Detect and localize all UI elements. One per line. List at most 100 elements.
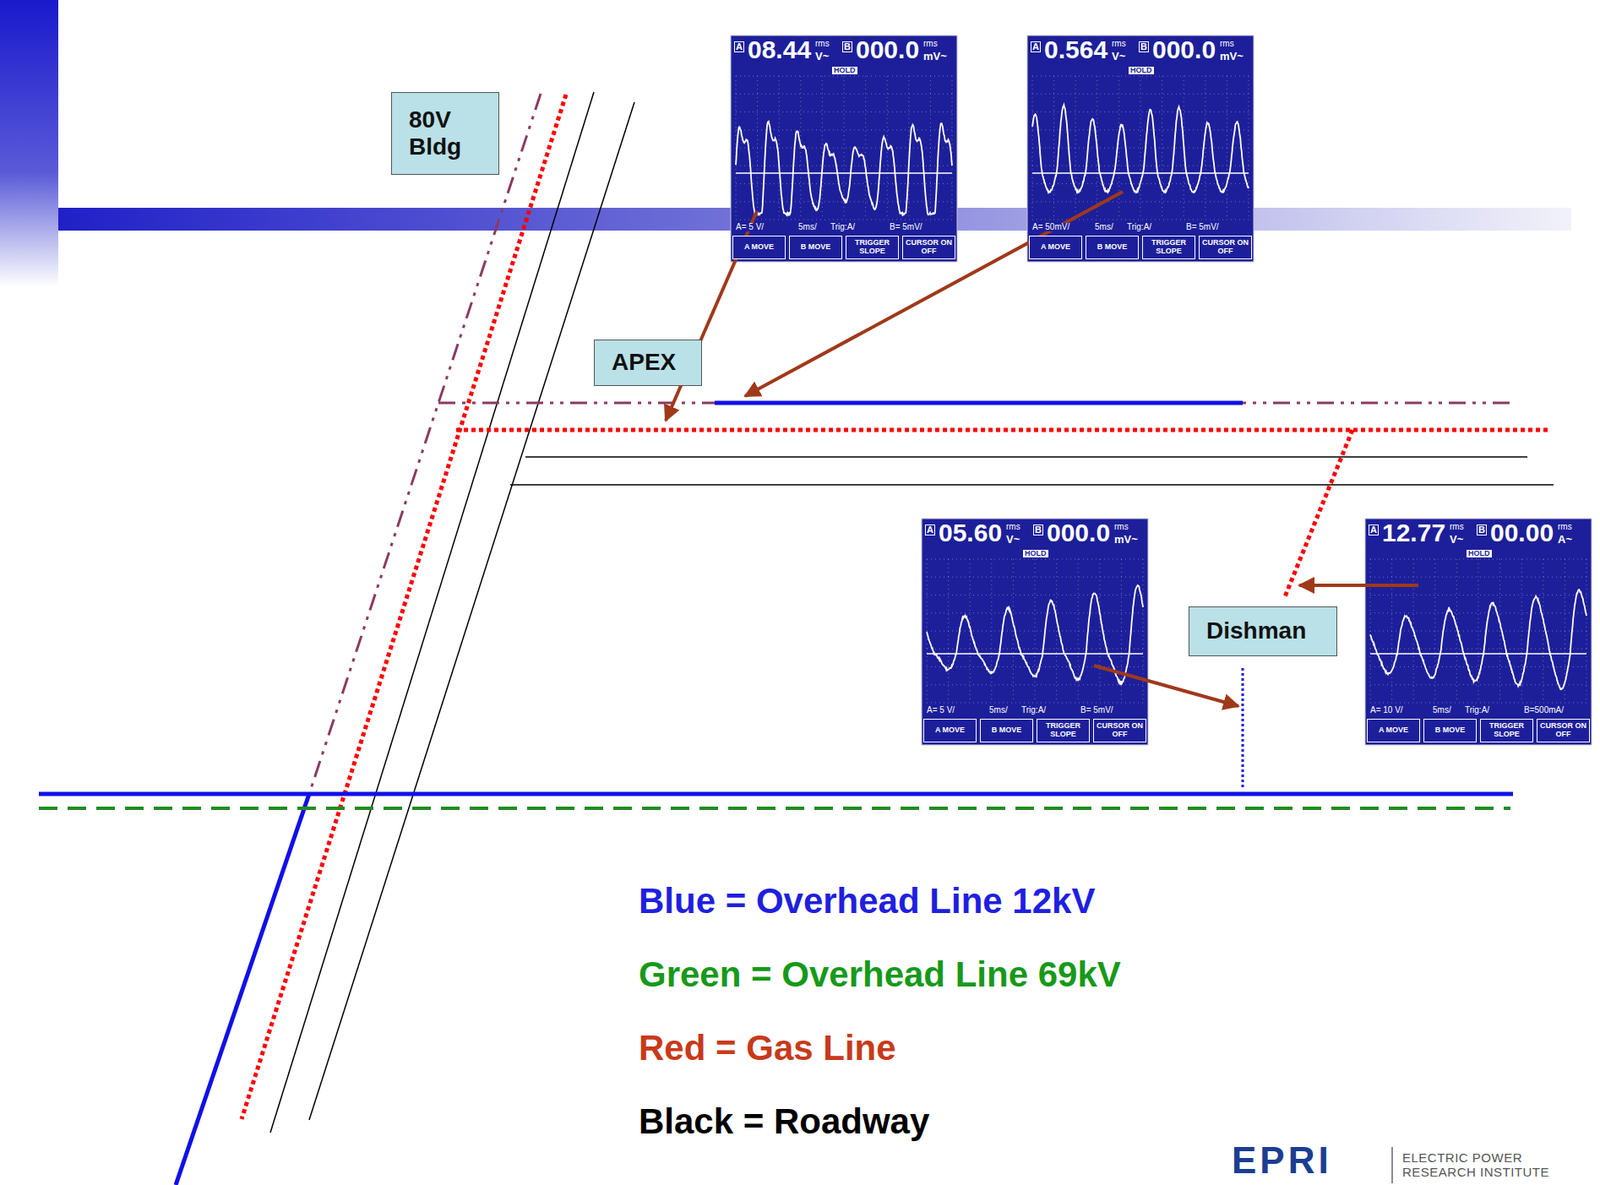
scale-setting: A= 10 V/ <box>1368 706 1405 715</box>
unit-label: mV~ <box>923 50 947 62</box>
roadway-line <box>510 484 1554 486</box>
unit-label: A~ <box>1557 533 1573 545</box>
side-bar <box>0 0 59 288</box>
legend-color: Black = Roadway <box>638 1101 930 1142</box>
unit-tag: rms <box>923 39 938 49</box>
channel-tag: A <box>925 524 936 536</box>
legend-text: Blue = Overhead Line 12kV <box>638 881 1095 921</box>
legend-entry: Blue = Overhead Line 12kV <box>638 881 1095 922</box>
scale-setting: 5ms/ <box>796 223 819 232</box>
roadway-line <box>309 102 635 1121</box>
rms-reading: 000.0 <box>1046 520 1111 546</box>
scope-grid <box>1370 684 1587 686</box>
scale-setting: B=500mA/ <box>1522 706 1566 715</box>
channel-b-trace <box>1370 653 1587 655</box>
scope-grid <box>1032 165 1249 167</box>
scope-grid <box>1118 76 1120 220</box>
scope-screen: A12.77rmsV~B00.00rmsA~HOLDA= 10 V/5ms/Tr… <box>1365 518 1592 746</box>
channel-tag: B <box>842 41 853 53</box>
scope-frames <box>730 35 1592 746</box>
hold-flag: HOLD <box>1128 66 1154 75</box>
legend-color: Red = Gas Line <box>638 1028 897 1068</box>
menu-key: TRIGGER SLOPE <box>845 235 899 260</box>
rms-reading: 08.44 <box>747 37 811 63</box>
scope-frame <box>1365 518 1592 746</box>
scope-grid <box>735 129 953 131</box>
scope-trace <box>1370 559 1587 703</box>
scope-grid <box>926 612 1143 614</box>
scope-grid <box>1032 219 1249 221</box>
scope-grid <box>735 183 953 185</box>
unit-tag: rms <box>815 39 830 49</box>
channel-tag: A <box>1030 41 1041 53</box>
unit-tag: rms <box>1111 39 1127 49</box>
menu-key: B MOVE <box>979 718 1034 743</box>
scope-grid <box>1370 648 1587 650</box>
legend-color: Blue = Overhead Line 12kV <box>638 881 1095 921</box>
power-line-dashdot <box>309 93 541 795</box>
scale-setting: 5ms/ <box>1431 706 1454 715</box>
channel-a-trace <box>735 121 953 215</box>
channel-a-trace <box>1032 104 1249 193</box>
unit-label: V~ <box>815 50 829 62</box>
menu-key: CURSOR ON OFF <box>1093 718 1147 743</box>
channel-b-trace <box>926 653 1143 655</box>
logo-separator <box>1391 1147 1394 1184</box>
scale-setting: Trig:A/ <box>1019 706 1048 715</box>
scope-trace <box>735 76 953 220</box>
scope-screen: A05.60rmsV~B000.0rmsmV~HOLDA= 5 V/5ms/Tr… <box>921 518 1149 746</box>
hold-flag: HOLD <box>1466 549 1492 558</box>
unit-label: V~ <box>1449 533 1464 545</box>
pointer-arrow <box>1093 665 1239 707</box>
gas-line <box>241 94 566 1120</box>
menu-key: B MOVE <box>789 235 843 260</box>
power-line-dashdot <box>438 402 1513 405</box>
overhead-line-12kv <box>714 401 1243 406</box>
overhead-line-12kv <box>175 794 310 1185</box>
channel-tag: B <box>1138 41 1149 53</box>
scope-grid <box>1370 559 1587 561</box>
menu-key: B MOVE <box>1085 235 1139 260</box>
scope-grid <box>735 93 953 95</box>
roadway-line <box>525 456 1528 458</box>
scale-setting: A= 5 V/ <box>734 223 766 232</box>
scope-grid <box>1012 559 1014 703</box>
unit-tag: rms <box>1449 522 1464 532</box>
scope-grid <box>735 165 953 167</box>
site-box: Dishman <box>1188 606 1338 657</box>
scope-trace <box>1032 76 1249 220</box>
pointer-arrows <box>665 191 1419 707</box>
scope-grid <box>735 147 953 149</box>
scope-grid <box>1032 76 1249 77</box>
scope-grid <box>926 576 1143 578</box>
scope-grid <box>926 559 1143 561</box>
site-box: APEX <box>593 339 703 387</box>
rms-reading: 00.00 <box>1490 520 1554 546</box>
unit-tag: rms <box>1219 39 1235 49</box>
scale-setting: B= 5mV/ <box>1078 706 1116 715</box>
menu-key: CURSOR ON OFF <box>902 235 956 260</box>
scope-grid <box>926 684 1143 686</box>
logo-mark: EPRI <box>1231 1142 1333 1180</box>
scale-setting: A= 5 V/ <box>925 706 957 715</box>
legend-entry: Red = Gas Line <box>638 1028 897 1069</box>
scope-grid <box>1032 201 1249 202</box>
scope-traces <box>735 76 1587 703</box>
scope-trace <box>926 559 1143 703</box>
menu-key: A MOVE <box>1366 718 1421 743</box>
scope-grid <box>735 219 953 221</box>
scope-grid <box>1140 76 1142 220</box>
scope-screen: A08.44rmsV~B000.0rmsmV~HOLDA= 5 V/5ms/Tr… <box>730 35 958 262</box>
legend-color: Green = Overhead Line 69kV <box>638 954 1122 995</box>
legend-text: Black = Roadway <box>638 1101 930 1142</box>
scope-grid <box>735 111 953 113</box>
scale-setting: 5ms/ <box>1093 223 1116 232</box>
scope-grid <box>1034 559 1036 703</box>
menu-key: B MOVE <box>1423 718 1477 743</box>
scope-grid <box>1370 702 1587 704</box>
hold-flag: HOLD <box>1023 549 1049 558</box>
roadway-line <box>270 92 594 1133</box>
unit-label: V~ <box>1006 533 1020 545</box>
scope-grid <box>1161 76 1163 220</box>
